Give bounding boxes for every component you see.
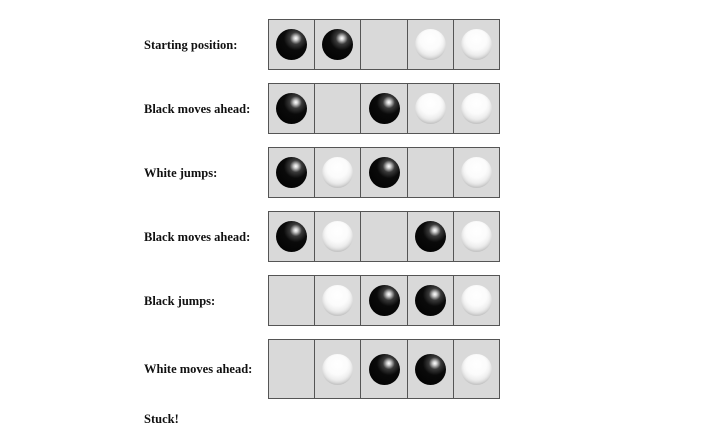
board-cell bbox=[361, 340, 408, 398]
board-cell bbox=[407, 340, 454, 398]
board-cell bbox=[315, 276, 362, 325]
board-cell bbox=[407, 148, 454, 197]
board-cell bbox=[315, 340, 362, 398]
board-cell bbox=[269, 84, 316, 133]
board-cell bbox=[407, 20, 454, 69]
black-piece bbox=[414, 285, 446, 316]
final-note: Stuck! bbox=[144, 412, 179, 426]
board-cell bbox=[269, 148, 316, 197]
white-piece bbox=[414, 93, 446, 124]
board-cell bbox=[361, 212, 408, 261]
board-cell bbox=[453, 340, 500, 398]
step-label: Starting position: bbox=[144, 38, 238, 52]
board-row bbox=[268, 147, 500, 198]
white-piece bbox=[460, 221, 492, 252]
black-piece bbox=[368, 353, 400, 385]
board-cell bbox=[407, 212, 454, 261]
board-cell bbox=[361, 148, 408, 197]
board-cell bbox=[361, 84, 408, 133]
white-piece bbox=[322, 157, 354, 188]
white-piece bbox=[460, 157, 492, 188]
board-row bbox=[268, 275, 500, 326]
step-label: Black moves ahead: bbox=[144, 102, 251, 116]
white-piece bbox=[460, 353, 492, 385]
black-piece bbox=[276, 29, 308, 60]
board-cell bbox=[361, 20, 408, 69]
white-piece bbox=[460, 29, 492, 60]
board-cell bbox=[269, 20, 316, 69]
black-piece bbox=[368, 93, 400, 124]
black-piece bbox=[276, 157, 308, 188]
black-piece bbox=[276, 221, 308, 252]
board-cell bbox=[453, 84, 500, 133]
white-piece bbox=[322, 221, 354, 252]
board-row bbox=[268, 339, 500, 399]
white-piece bbox=[414, 29, 446, 60]
black-piece bbox=[322, 29, 354, 60]
board-cell bbox=[453, 276, 500, 325]
board-row bbox=[268, 211, 500, 262]
step-label: White moves ahead: bbox=[144, 362, 253, 376]
white-piece bbox=[460, 93, 492, 124]
step-label: Black moves ahead: bbox=[144, 230, 251, 244]
board-cell bbox=[453, 148, 500, 197]
black-piece bbox=[414, 221, 446, 252]
board-cell bbox=[315, 148, 362, 197]
board-cell bbox=[315, 20, 362, 69]
board-cell bbox=[407, 84, 454, 133]
white-piece bbox=[322, 285, 354, 316]
black-piece bbox=[368, 157, 400, 188]
board-cell bbox=[315, 84, 362, 133]
board-cell bbox=[453, 20, 500, 69]
black-piece bbox=[368, 285, 400, 316]
black-piece bbox=[276, 93, 308, 124]
board-cell bbox=[269, 276, 316, 325]
black-piece bbox=[414, 353, 446, 385]
board-cell bbox=[453, 212, 500, 261]
board-cell bbox=[407, 276, 454, 325]
white-piece bbox=[460, 285, 492, 316]
board-cell bbox=[269, 340, 316, 398]
step-label: White jumps: bbox=[144, 166, 218, 180]
board-row bbox=[268, 83, 500, 134]
step-label: Black jumps: bbox=[144, 294, 216, 308]
board-cell bbox=[269, 212, 316, 261]
board-row bbox=[268, 19, 500, 70]
board-cell bbox=[315, 212, 362, 261]
white-piece bbox=[322, 353, 354, 385]
board-cell bbox=[361, 276, 408, 325]
